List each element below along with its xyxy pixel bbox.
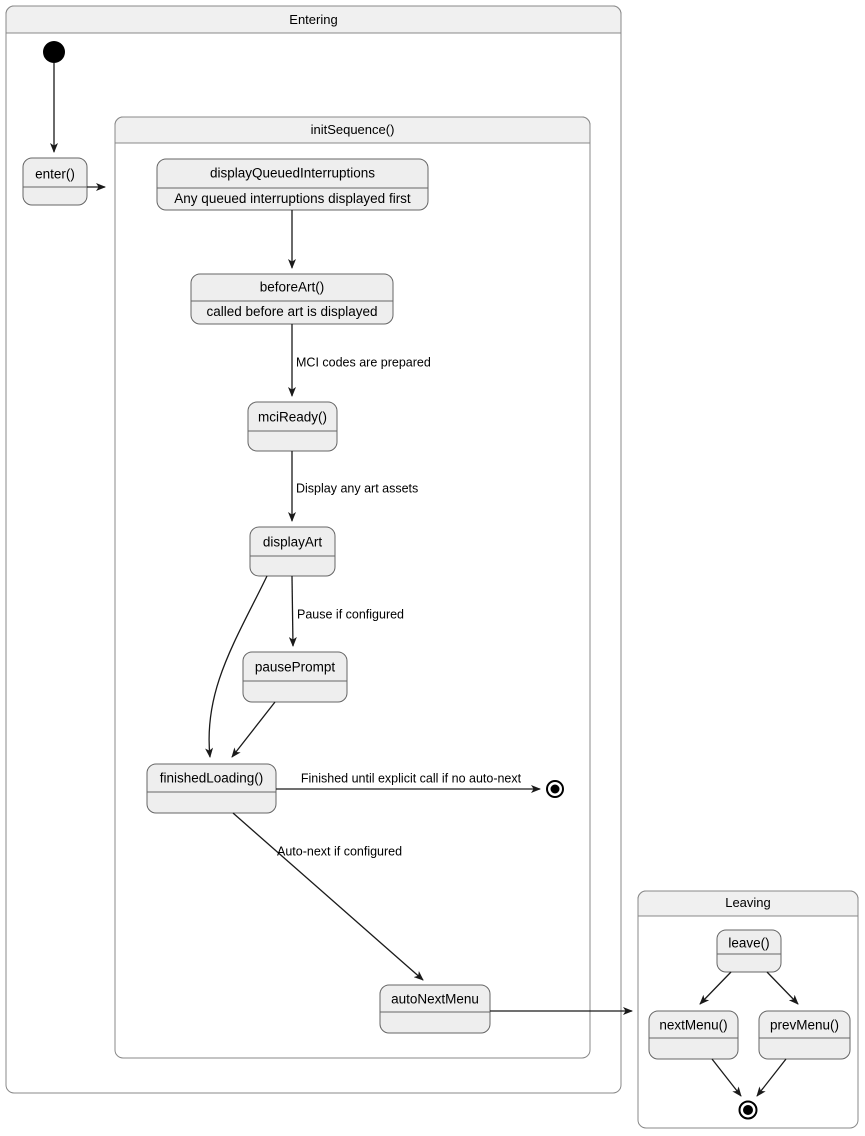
- init-sequence-body: [114, 116, 591, 1059]
- transition-display-art-to-finished-loading: [205, 575, 268, 758]
- transition-pause-prompt-to-finished-loading: [231, 701, 276, 758]
- container-init-sequence[interactable]: initSequence(): [114, 116, 591, 1059]
- transition-leave-to-prev-menu: [766, 971, 799, 1005]
- state-prev-menu-label: prevMenu(): [770, 1018, 839, 1033]
- transition-finished-loading-to-final: Finished until explicit call if no auto-…: [276, 771, 541, 793]
- transition-finished-loading-to-auto-next-menu-label: Auto-next if configured: [277, 844, 402, 858]
- state-leave[interactable]: leave(): [716, 929, 782, 973]
- transition-pause-prompt-to-finished-loading-line: [231, 701, 276, 758]
- state-display-queued-interruptions-label: displayQueuedInterruptions: [210, 166, 375, 181]
- transition-leave-to-prev-menu-line: [766, 971, 799, 1005]
- transition-next-menu-to-final: [711, 1058, 742, 1097]
- transition-finished-loading-to-auto-next-menu: Auto-next if configured: [232, 812, 424, 981]
- state-mci-ready-label: mciReady(): [258, 410, 327, 425]
- state-auto-next-menu-box: [379, 984, 491, 1034]
- state-finished-loading[interactable]: finishedLoading(): [146, 763, 277, 814]
- transition-mci-ready-to-display-art-label: Display any art assets: [296, 481, 418, 495]
- transition-display-art-to-pause-prompt: Pause if configured: [288, 575, 404, 647]
- state-pause-prompt[interactable]: pausePrompt: [242, 651, 348, 703]
- entering-final-dot: [550, 784, 560, 794]
- state-finished-loading-label: finishedLoading(): [160, 771, 264, 786]
- state-display-queued-interruptions-description: Any queued interruptions displayed first: [174, 191, 411, 206]
- state-prev-menu[interactable]: prevMenu(): [758, 1010, 851, 1060]
- transition-prev-menu-to-final-line: [756, 1058, 787, 1097]
- entering-header: [5, 5, 622, 34]
- transition-display-art-to-pause-prompt-line: [288, 575, 297, 647]
- entering-final-state-node: [546, 780, 564, 798]
- state-next-menu-box: [648, 1010, 739, 1060]
- transition-leave-to-next-menu: [699, 971, 732, 1005]
- entering-title: Entering: [289, 12, 337, 27]
- state-next-menu-label: nextMenu(): [659, 1018, 727, 1033]
- transition-prev-menu-to-final: [756, 1058, 787, 1097]
- state-pause-prompt-box: [242, 651, 348, 703]
- state-before-art-description: called before art is displayed: [206, 304, 377, 319]
- leaving-final-dot: [743, 1105, 753, 1115]
- init-sequence-header: [114, 116, 591, 144]
- leaving-title: Leaving: [725, 895, 771, 910]
- transition-mci-ready-to-display-art: Display any art assets: [288, 451, 418, 522]
- state-next-menu[interactable]: nextMenu(): [648, 1010, 739, 1060]
- leaving-header: [637, 890, 859, 917]
- transition-before-art-to-mci-ready: MCI codes are prepared: [288, 324, 431, 397]
- state-auto-next-menu[interactable]: autoNextMenu: [379, 984, 491, 1034]
- state-enter[interactable]: enter(): [22, 157, 88, 206]
- state-display-art[interactable]: displayArt: [249, 526, 336, 577]
- state-display-queued-interruptions[interactable]: displayQueuedInterruptions Any queued in…: [156, 158, 429, 211]
- state-before-art-label: beforeArt(): [260, 280, 325, 295]
- state-leave-box: [716, 929, 782, 973]
- state-auto-next-menu-label: autoNextMenu: [391, 992, 479, 1007]
- init-sequence-title: initSequence(): [311, 122, 395, 137]
- state-pause-prompt-label: pausePrompt: [255, 660, 336, 675]
- state-before-art[interactable]: beforeArt() called before art is display…: [190, 273, 394, 325]
- leaving-body: [637, 890, 859, 1129]
- transition-display-art-to-pause-prompt-label: Pause if configured: [297, 607, 404, 621]
- container-leaving[interactable]: Leaving: [637, 890, 859, 1129]
- initial-state-node: [43, 41, 65, 63]
- transition-display-art-to-finished-loading-line: [205, 575, 268, 758]
- transition-next-menu-to-final-line: [711, 1058, 742, 1097]
- state-prev-menu-box: [758, 1010, 851, 1060]
- transition-leave-to-next-menu-line: [699, 971, 732, 1005]
- leaving-final-state-node: [738, 1100, 758, 1120]
- state-enter-label: enter(): [35, 167, 75, 182]
- transition-finished-loading-to-auto-next-menu-line: [232, 812, 424, 981]
- transition-finished-loading-to-final-label: Finished until explicit call if no auto-…: [301, 771, 522, 785]
- state-leave-label: leave(): [728, 936, 769, 951]
- state-mci-ready[interactable]: mciReady(): [247, 401, 338, 452]
- state-display-art-label: displayArt: [263, 535, 323, 550]
- state-enter-box: [22, 157, 88, 206]
- transition-before-art-to-mci-ready-label: MCI codes are prepared: [296, 355, 431, 369]
- initial-node-circle: [43, 41, 65, 63]
